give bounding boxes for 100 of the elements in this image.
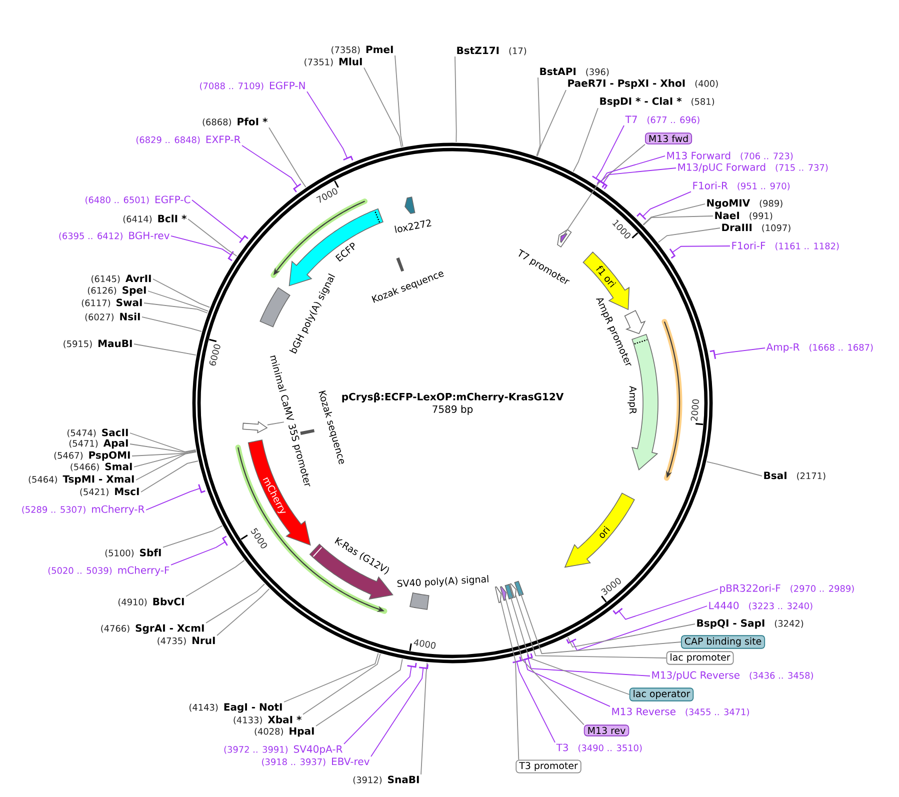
leader-line: [134, 344, 196, 356]
primer-label: (7088 .. 7109) EGFP-N: [200, 82, 305, 90]
leader-line: [454, 56, 457, 142]
tick-label: 4000: [414, 639, 436, 649]
feature-callout: lac promoter: [666, 651, 734, 665]
site-label: (4133) XbaI *: [234, 716, 302, 724]
site-label: BsaI (2171): [764, 472, 826, 480]
leader-line: [420, 662, 428, 775]
leader-line: [344, 666, 412, 744]
feature-block: ori: [564, 492, 635, 568]
leader-line: [284, 652, 379, 702]
feature-box: [514, 580, 524, 596]
leader-line: [504, 596, 584, 726]
leader-line: [364, 67, 402, 148]
site-label: DraIII (1097): [722, 224, 790, 232]
leader-line: [536, 90, 566, 157]
site-label: BspQI - SapI (3242): [697, 619, 804, 629]
leader-line: [572, 108, 598, 172]
primer-label: (3972 .. 3991) SV40pA-R: [224, 745, 342, 755]
site-label: (6414) BclI *: [123, 214, 187, 224]
site-label: BstZ17I (17): [457, 46, 526, 56]
site-label: BstAPI (396): [540, 68, 609, 76]
leader-line: [572, 606, 708, 651]
site-label: (6145) AvrII: [92, 274, 151, 284]
tick-label: 2000: [690, 399, 699, 422]
primer-label: (3918 .. 3937) EBV-rev: [262, 758, 370, 766]
leader-line: [216, 588, 270, 636]
feature-callout: M13 fwd: [644, 132, 692, 144]
feature-callout: lac operator: [629, 688, 694, 702]
leader-line: [520, 592, 682, 654]
leader-line: [536, 77, 541, 156]
leader-line: [514, 594, 667, 658]
site-label: (4735) NruI: [158, 636, 215, 646]
site-label: NaeI (991): [715, 212, 772, 220]
leader-line: [714, 348, 766, 356]
leader-line: [152, 278, 210, 308]
primer-label: T7 (677 .. 696): [625, 116, 700, 124]
feature-block: [494, 586, 502, 604]
site-label: PaeR7I - PspXI - XhoI (400): [568, 79, 718, 89]
site-label: (5474) SacII: [67, 428, 128, 438]
leader-line: [306, 91, 348, 159]
primer-label: M13 Forward (706 .. 723): [667, 152, 793, 160]
leader-line: [140, 460, 198, 492]
feature-label: lox2272: [394, 220, 432, 233]
primer-label: pBR322ori-F (2970 .. 2989): [720, 584, 854, 594]
leader-line: [144, 302, 208, 314]
leader-line: [134, 451, 196, 468]
site-label: NgoMIV (989): [707, 199, 782, 209]
plasmid-length: 7589 bp: [432, 405, 473, 415]
leader-line: [706, 461, 762, 476]
leader-line: [642, 216, 714, 226]
leader-line: [206, 584, 265, 624]
leader-line: [596, 125, 624, 179]
site-label: (6027) NsiI: [85, 312, 140, 322]
primer-label: F1ori-R (951 .. 970): [693, 182, 790, 190]
leader-line: [370, 667, 424, 757]
site-label: (5100) SbfI: [105, 548, 161, 558]
site-label: (4028) HpaI: [254, 727, 314, 737]
leader-line: [528, 658, 650, 676]
leader-line: [658, 228, 720, 243]
plasmid-name: pCrysβ:ECFP-LexOP:mCherry-KrasG12V: [342, 392, 564, 402]
primer-label: (6480 .. 6501) EGFP-C: [86, 196, 190, 204]
leader-line: [130, 444, 196, 453]
primer-label: (6829 .. 6848) EXFP-R: [136, 136, 240, 144]
feature-label: AmpR: [628, 386, 636, 414]
leader-line: [302, 653, 381, 715]
site-label: (7358) PmeI: [332, 46, 393, 54]
site-label: (5915) MauBI: [64, 340, 132, 348]
primer-label: M13 Reverse (3455 .. 3471): [612, 708, 749, 716]
leader-line: [268, 127, 306, 188]
feature-callout: M13 rev: [584, 724, 630, 736]
leader-line: [524, 659, 610, 707]
site-label: (5471) ApaI: [69, 439, 128, 449]
feature-box: [504, 584, 514, 600]
site-label: (6117) SwaI: [82, 298, 142, 308]
primer-label: (6395 .. 6412) BGH-rev: [59, 232, 170, 240]
site-label: (5421) MscI: [80, 488, 139, 496]
site-label: (7351) MluI: [304, 58, 362, 66]
leader-line: [600, 156, 666, 182]
feature-callout: CAP binding site: [680, 635, 766, 649]
feature-callout: T3 promoter: [516, 760, 582, 774]
leader-line: [642, 191, 692, 217]
primer-label: (5289 .. 5307) mCherry-R: [22, 505, 144, 515]
site-label: (4143) EagI - NotI: [190, 703, 282, 713]
leader-line: [146, 488, 200, 510]
site-label: (5467) PspOMI: [54, 451, 130, 461]
primer-label: (5020 .. 5039) mCherry-F: [48, 566, 170, 576]
feature-block: [242, 420, 268, 434]
leader-line: [500, 598, 520, 760]
leader-line: [130, 432, 196, 452]
primer-label: M13/pUC Reverse (3436 .. 3458): [652, 671, 813, 681]
leader-line: [242, 145, 298, 187]
leader-line: [642, 204, 706, 226]
leader-line: [564, 144, 646, 235]
site-label: (3912) SnaBI: [353, 776, 419, 784]
leader-line: [142, 316, 202, 332]
site-label: (4910) BbvCI: [118, 598, 184, 606]
feature-block: [560, 233, 568, 243]
leader-line: [170, 541, 226, 566]
site-label: (4766) SgrAI - XcmI: [101, 624, 204, 634]
